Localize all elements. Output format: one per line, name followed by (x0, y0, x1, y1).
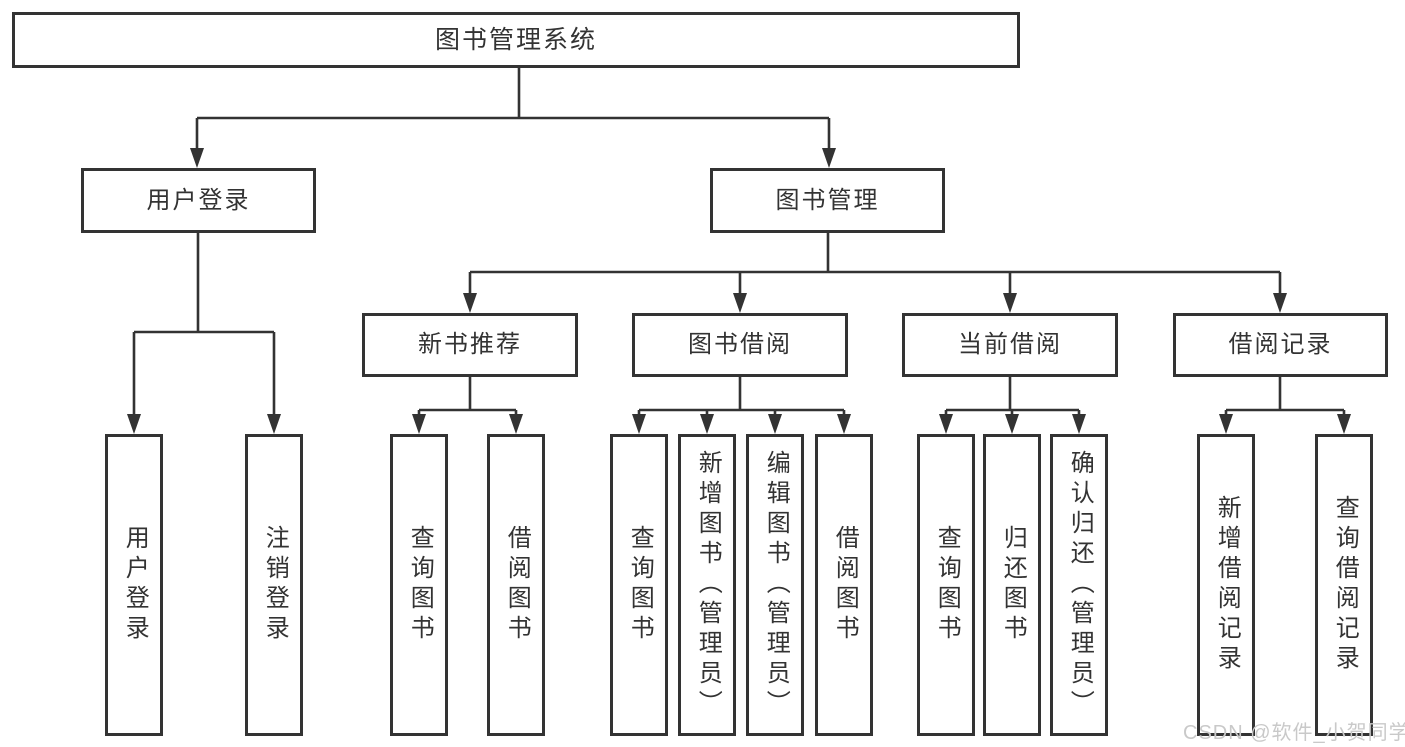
leaf-label: 查询图书 (933, 525, 961, 645)
leaf-label: 新增图书（管理员） (694, 450, 722, 720)
node-label: 用户登录 (146, 186, 251, 214)
leaf-return-book: 归还图书 (983, 434, 1041, 736)
node-label: 图书管理 (775, 186, 880, 214)
node-label: 当前借阅 (958, 331, 1062, 358)
leaf-label: 查询图书 (406, 525, 434, 645)
leaf-label: 借阅图书 (831, 525, 859, 645)
leaf-label: 借阅图书 (503, 525, 531, 645)
leaf-label: 确认归还（管理员） (1066, 450, 1094, 720)
leaf-label: 注销登录 (261, 525, 289, 645)
node-book-borrow: 图书借阅 (632, 313, 848, 377)
node-book-management: 图书管理 (710, 168, 945, 233)
node-borrow-records: 借阅记录 (1173, 313, 1388, 377)
leaf-user-login: 用户登录 (105, 434, 163, 736)
leaf-edit-book-admin: 编辑图书（管理员） (746, 434, 804, 736)
leaf-add-book-admin: 新增图书（管理员） (678, 434, 736, 736)
node-label: 图书借阅 (688, 331, 792, 358)
csdn-watermark: CSDN @软件_小贺同学 (1183, 722, 1405, 744)
leaf-query-borrow-record: 查询借阅记录 (1315, 434, 1373, 736)
leaf-query-book-current: 查询图书 (917, 434, 975, 736)
leaf-logout: 注销登录 (245, 434, 303, 736)
leaf-borrow-book-recommend: 借阅图书 (487, 434, 545, 736)
leaf-label: 归还图书 (999, 525, 1027, 645)
leaf-label: 新增借阅记录 (1213, 495, 1241, 675)
node-label: 图书管理系统 (434, 25, 597, 54)
node-system-root: 图书管理系统 (12, 12, 1020, 68)
leaf-query-book-borrow: 查询图书 (610, 434, 668, 736)
leaf-label: 用户登录 (121, 525, 149, 645)
leaf-label: 查询借阅记录 (1331, 495, 1359, 675)
leaf-label: 编辑图书（管理员） (762, 450, 790, 720)
leaf-label: 查询图书 (626, 525, 654, 645)
node-label: 新书推荐 (418, 331, 522, 358)
leaf-add-borrow-record: 新增借阅记录 (1197, 434, 1255, 736)
leaf-borrow-book: 借阅图书 (815, 434, 873, 736)
node-current-borrow: 当前借阅 (902, 313, 1118, 377)
leaf-query-book-recommend: 查询图书 (390, 434, 448, 736)
node-label: 借阅记录 (1228, 331, 1333, 358)
leaf-confirm-return-admin: 确认归还（管理员） (1050, 434, 1108, 736)
connector-lines (132, 68, 1346, 416)
node-new-book-recommend: 新书推荐 (362, 313, 578, 377)
node-user-login: 用户登录 (81, 168, 316, 233)
